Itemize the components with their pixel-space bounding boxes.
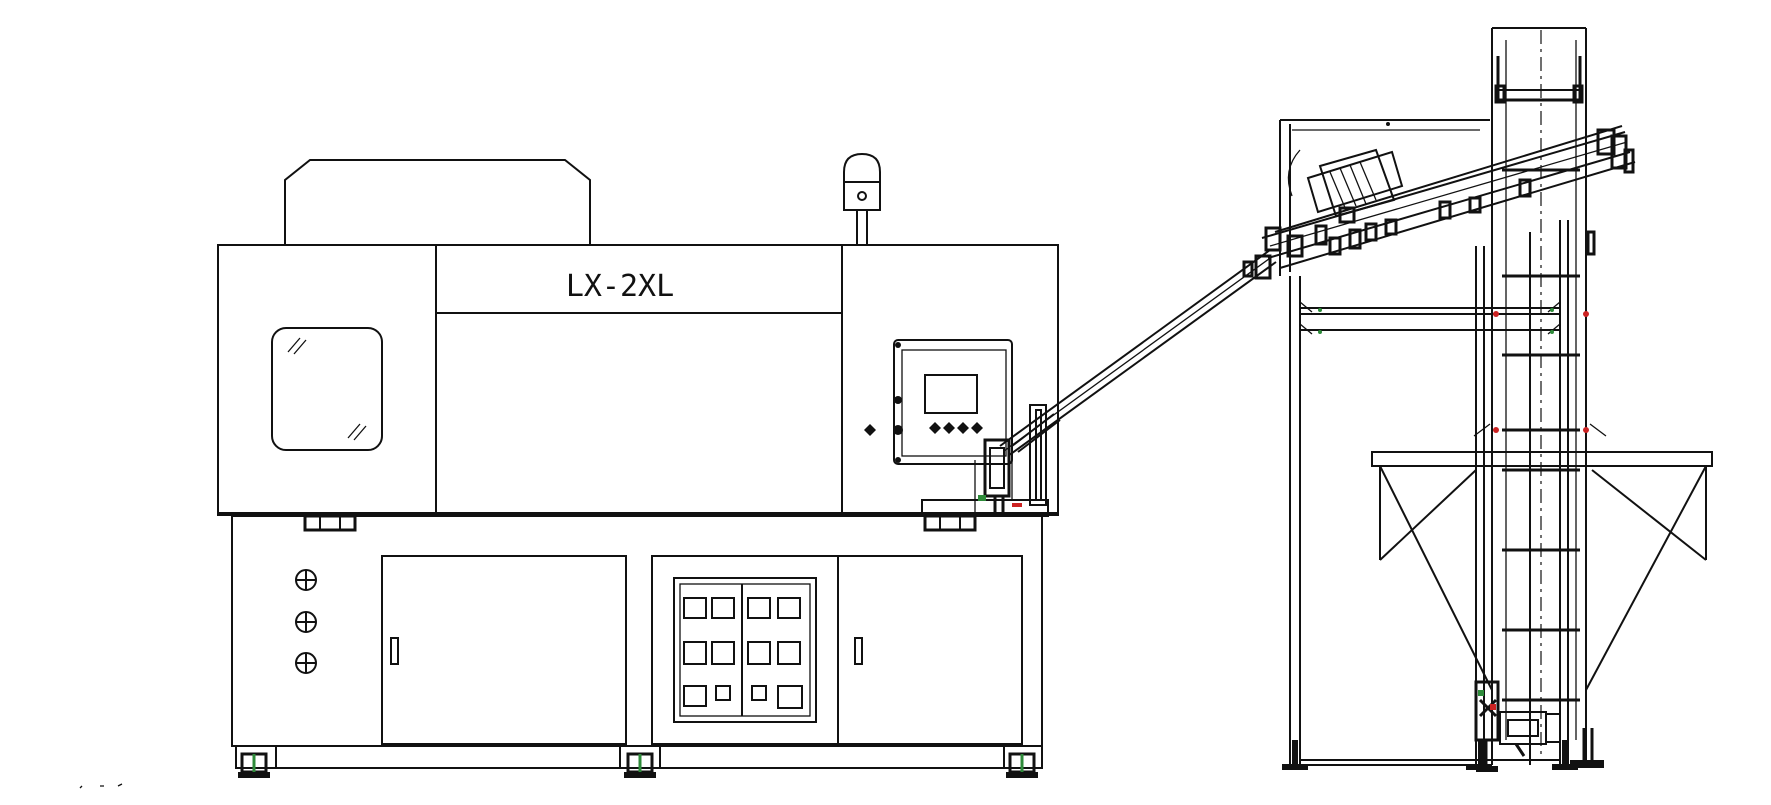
elevator-cleats [1502,168,1580,702]
feed-station [921,404,1049,517]
signal-lamp [843,152,881,245]
left-door [381,555,627,745]
belt-rollers [1264,128,1635,258]
left-upper-panel [217,244,437,516]
model-label: LX-2XL [566,269,674,304]
panel-buttons [929,422,983,434]
breaker-grid [683,584,803,716]
hmi-screen [924,374,978,414]
viewing-window [271,327,383,451]
control-panel [864,339,1013,465]
model-plate [435,244,843,314]
bottom-drive-unit [1474,680,1604,772]
main-machine: LX-2XL [217,152,1059,778]
inclined-conveyor [999,249,1277,457]
service-knobs [295,569,317,674]
drive-motor [1287,148,1404,224]
hopper-funnel [1371,451,1713,691]
top-hood [284,159,591,245]
lower-cabinet [231,515,1043,747]
leveling-feet [238,752,1038,778]
hopper-frame [1279,119,1578,770]
vertical-elevator [1473,27,1607,765]
right-upper-panel [841,244,1059,516]
